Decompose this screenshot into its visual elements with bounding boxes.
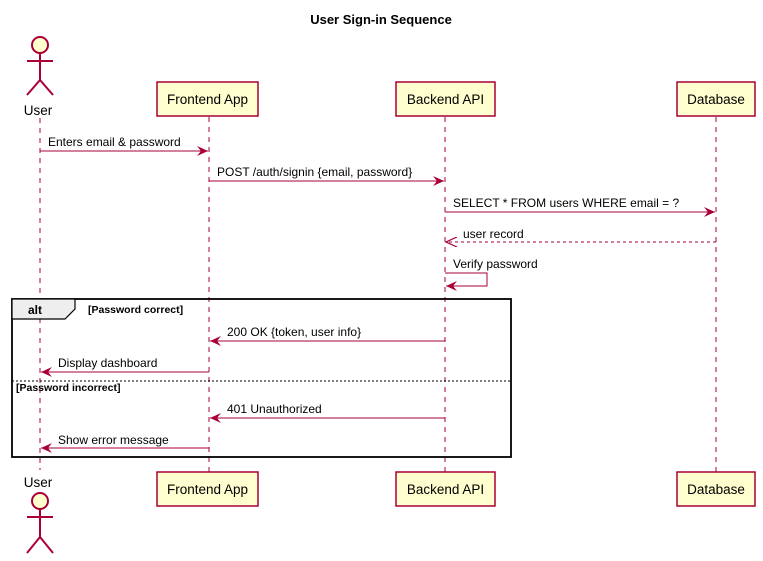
alt-fragment: alt [Password correct] [Password incorre… bbox=[11, 298, 512, 458]
diagram-title: User Sign-in Sequence bbox=[310, 12, 452, 27]
message-7: Display dashboard bbox=[41, 356, 209, 377]
fragment-guard: [Password correct] bbox=[88, 304, 183, 316]
message-label: Enters email & password bbox=[48, 135, 181, 149]
message-4-return: user record bbox=[446, 227, 716, 242]
message-label: Show error message bbox=[58, 433, 169, 447]
stick-figure-icon bbox=[26, 492, 54, 554]
participant-label: Frontend App bbox=[167, 92, 248, 107]
actor-label: User bbox=[24, 475, 53, 490]
fragment-keyword: alt bbox=[28, 303, 42, 317]
participant-database-top: Database bbox=[676, 81, 756, 117]
message-label: POST /auth/signin {email, password} bbox=[217, 165, 412, 179]
message-6: 200 OK {token, user info} bbox=[210, 325, 445, 346]
message-label: user record bbox=[463, 227, 524, 241]
participant-frontend-bottom: Frontend App bbox=[156, 471, 259, 507]
message-8: 401 Unauthorized bbox=[210, 402, 445, 423]
participant-label: Database bbox=[687, 92, 745, 107]
stick-figure-icon bbox=[26, 36, 54, 96]
actor-user-bottom: User bbox=[24, 475, 54, 554]
participant-label: Frontend App bbox=[167, 482, 248, 497]
message-9: Show error message bbox=[41, 433, 209, 453]
participant-label: Backend API bbox=[407, 482, 484, 497]
message-2: POST /auth/signin {email, password} bbox=[209, 165, 444, 186]
lifelines bbox=[39, 117, 717, 472]
message-label: SELECT * FROM users WHERE email = ? bbox=[453, 196, 679, 210]
message-label: Verify password bbox=[453, 257, 538, 271]
participant-database-bottom: Database bbox=[676, 471, 756, 507]
message-label: 200 OK {token, user info} bbox=[227, 325, 361, 339]
actor-label: User bbox=[24, 103, 53, 118]
message-label: Display dashboard bbox=[58, 356, 157, 370]
message-label: 401 Unauthorized bbox=[227, 402, 322, 416]
participant-frontend-top: Frontend App bbox=[156, 81, 259, 117]
participant-backend-top: Backend API bbox=[395, 81, 496, 117]
message-5-self: Verify password bbox=[445, 257, 538, 291]
participant-label: Database bbox=[687, 482, 745, 497]
message-3: SELECT * FROM users WHERE email = ? bbox=[445, 196, 715, 217]
message-1: Enters email & password bbox=[40, 135, 208, 156]
participant-label: Backend API bbox=[407, 92, 484, 107]
actor-user-top: User bbox=[24, 36, 54, 118]
participant-backend-bottom: Backend API bbox=[395, 471, 496, 507]
fragment-guard: [Password incorrect] bbox=[16, 382, 120, 394]
